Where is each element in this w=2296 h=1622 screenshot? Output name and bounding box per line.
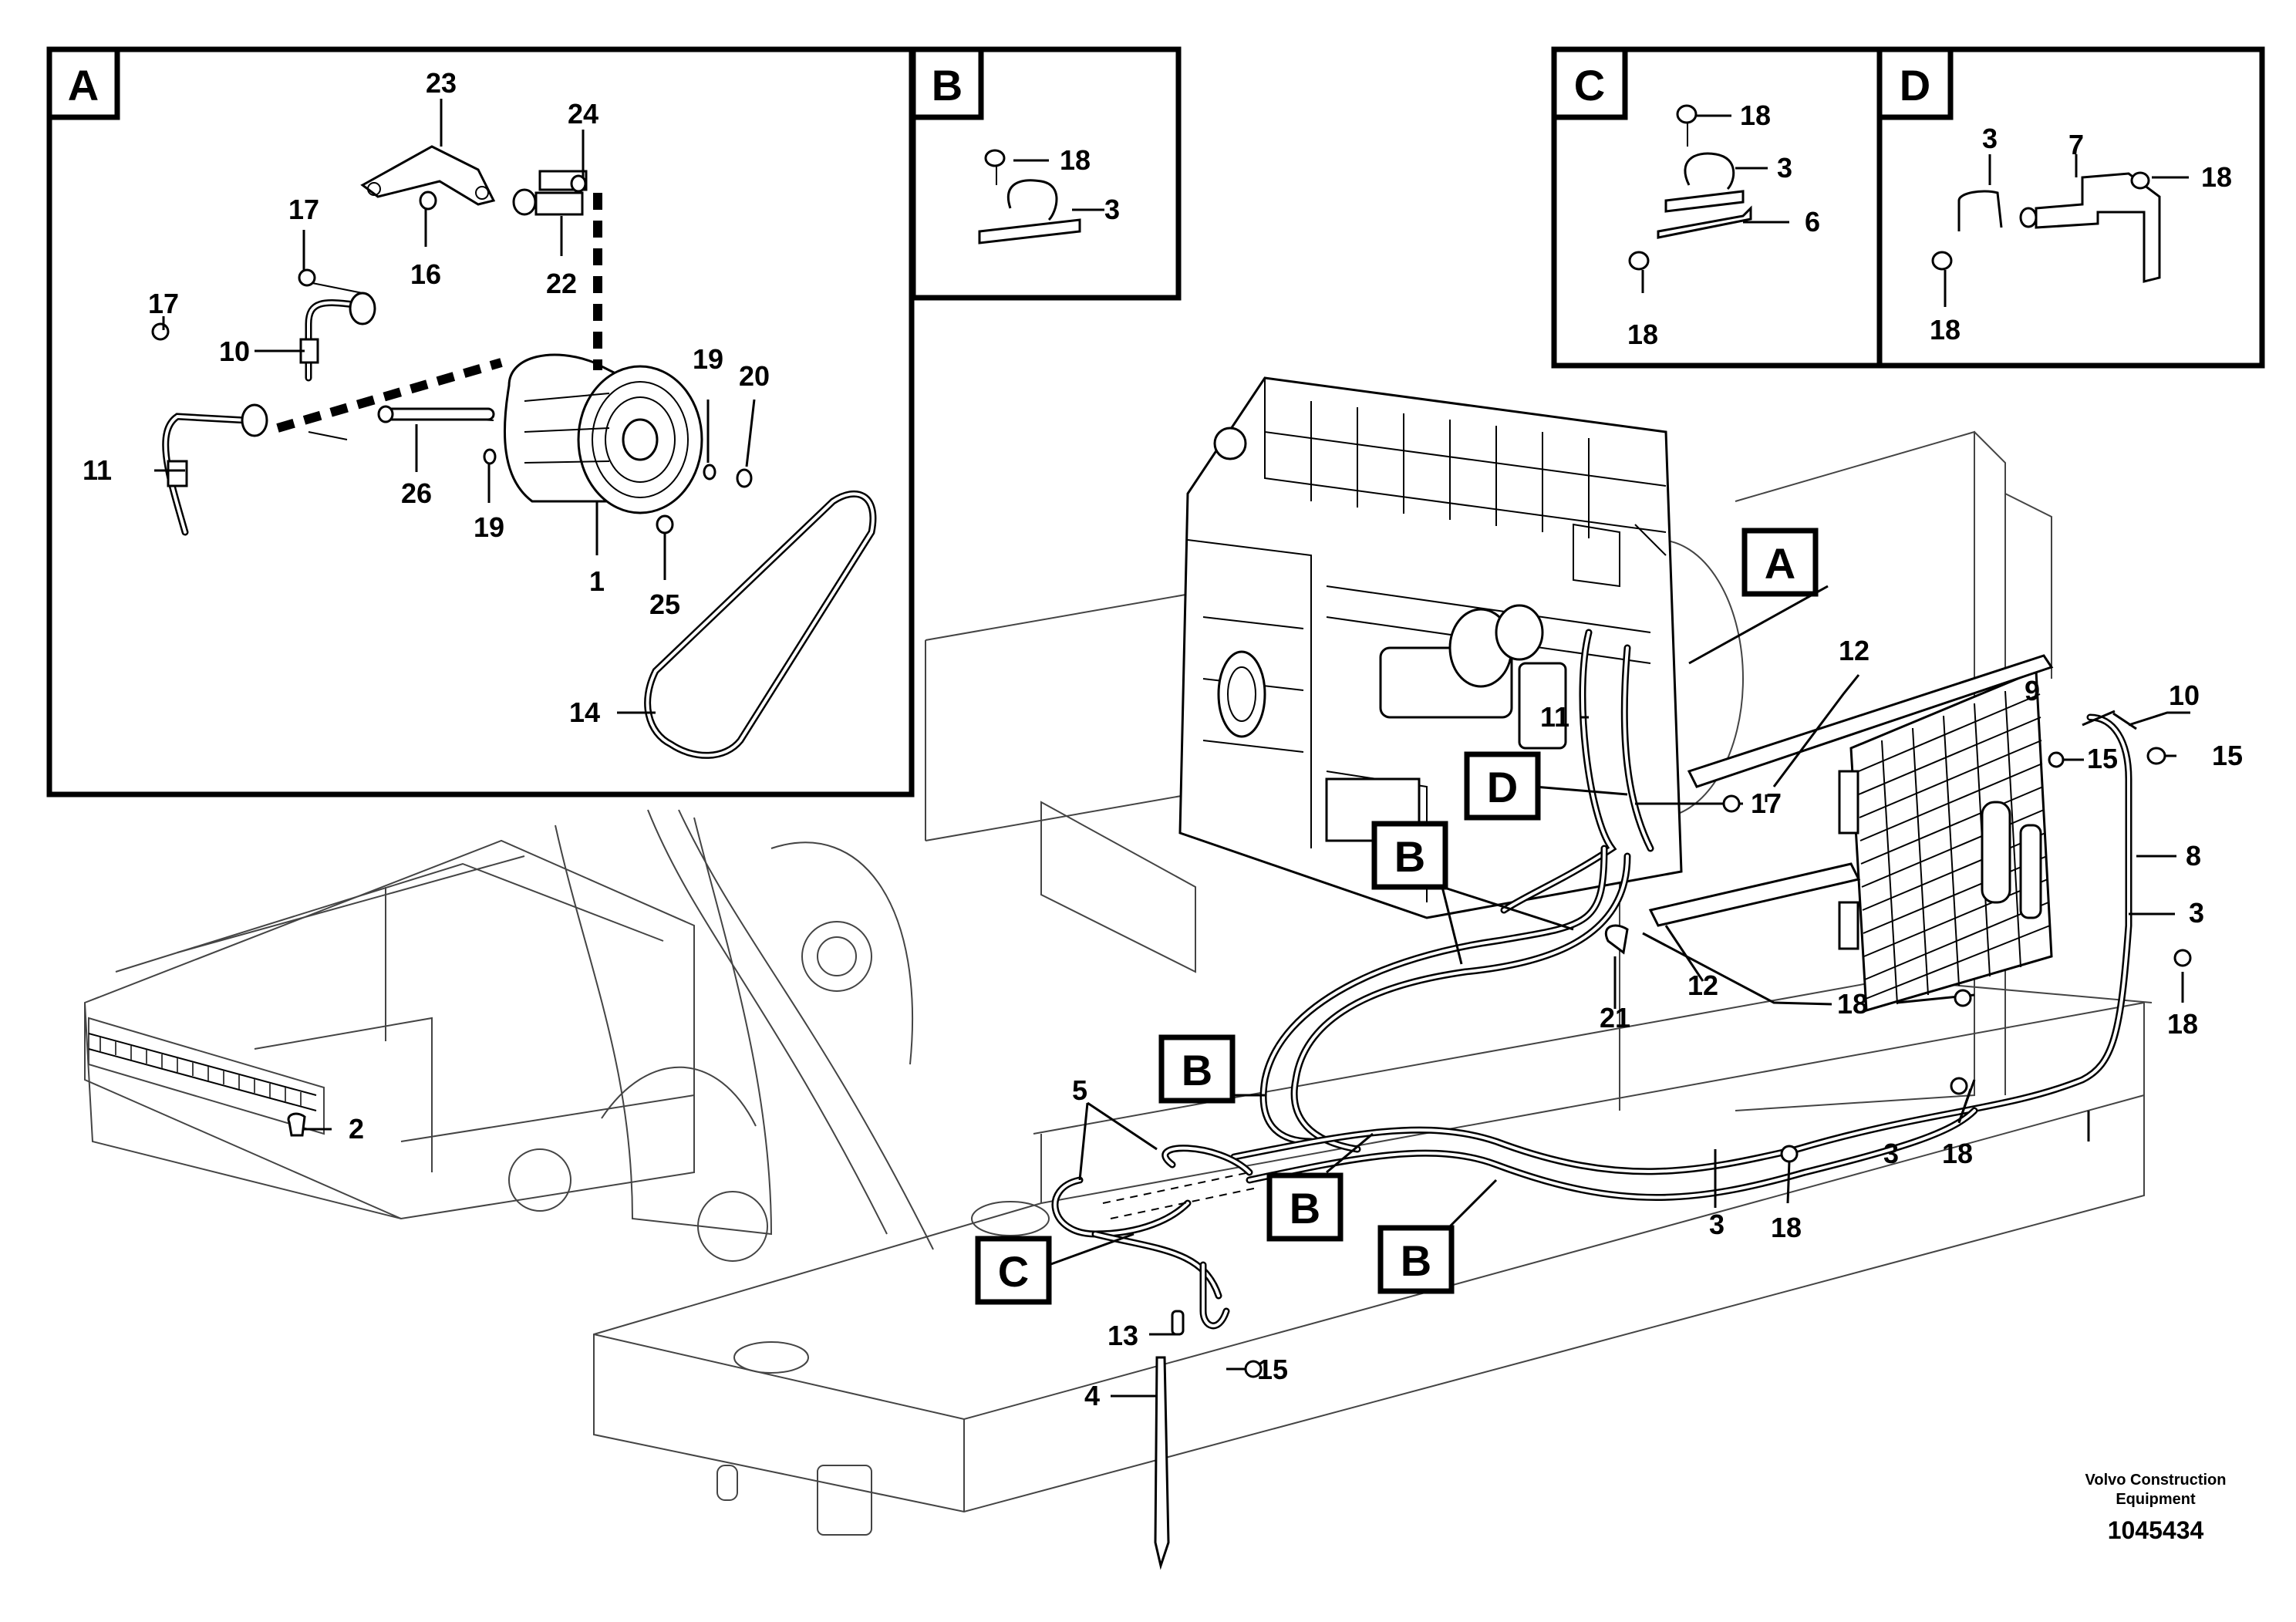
part-label-3-m3: 3 xyxy=(1709,1209,1725,1240)
part-label-3-m1: 3 xyxy=(2189,897,2204,929)
panel-d-drawing xyxy=(1931,171,2161,283)
part-label-23: 23 xyxy=(426,67,457,99)
part-label-17c: 17 xyxy=(1751,787,1782,819)
callout-a: A xyxy=(1688,528,1829,665)
panel-b-tag: B xyxy=(910,46,984,120)
part-label-18-m4: 18 xyxy=(1771,1212,1802,1243)
part-label-10a: 10 xyxy=(219,336,250,367)
part-label-17b: 17 xyxy=(148,288,179,319)
drawing-number: 1045434 xyxy=(2108,1516,2204,1544)
condenser-drawing xyxy=(1648,654,2054,1012)
part-label-11a: 11 xyxy=(83,454,112,486)
callout-b-4-label: B xyxy=(1401,1236,1431,1285)
callout-b-3: B xyxy=(1266,1132,1374,1242)
part-label-18-m1: 18 xyxy=(1837,988,1868,1020)
part-label-8: 8 xyxy=(2186,840,2201,872)
callout-c: C xyxy=(975,1233,1135,1305)
part-label-19a: 19 xyxy=(693,343,723,375)
frame-rack-texture xyxy=(88,1033,317,1111)
part-label-6: 6 xyxy=(1805,206,1820,238)
part-label-21: 21 xyxy=(1600,1002,1630,1034)
panel-b-drawing xyxy=(978,149,1081,244)
panel-a-tag-label: A xyxy=(68,61,99,110)
hardware-markers xyxy=(287,747,2192,1378)
callout-b-1: B xyxy=(1371,821,1574,965)
part-label-13: 13 xyxy=(1108,1320,1138,1351)
callout-c-label: C xyxy=(998,1247,1029,1296)
refrigerant-hoses xyxy=(1051,629,2132,1570)
panel-c-tag-label: C xyxy=(1574,61,1605,110)
machine-frame-drawing xyxy=(83,430,2153,1536)
part-label-18-c2: 18 xyxy=(1627,319,1658,350)
leader-lines xyxy=(154,99,2190,1398)
part-label-15c: 15 xyxy=(1257,1354,1288,1385)
part-label-1: 1 xyxy=(589,565,605,597)
part-label-19b: 19 xyxy=(474,511,504,543)
callout-d-label: D xyxy=(1487,763,1518,811)
callout-b-3-label: B xyxy=(1290,1184,1320,1233)
callout-b-1-label: B xyxy=(1394,832,1425,881)
part-label-3-d: 3 xyxy=(1982,123,1998,154)
part-label-15a: 15 xyxy=(2212,740,2243,771)
manufacturer-line-2: Equipment xyxy=(2116,1491,2196,1508)
part-label-17a: 17 xyxy=(288,194,319,225)
callout-b-2-label: B xyxy=(1182,1046,1212,1094)
part-label-15b: 15 xyxy=(2087,743,2118,774)
footer-block: Volvo Construction Equipment 1045434 xyxy=(2085,1472,2227,1544)
part-label-12a: 12 xyxy=(1839,635,1870,666)
callout-b-2: B xyxy=(1158,1034,1265,1104)
panel-a-tag: A xyxy=(46,46,120,120)
condenser-fins xyxy=(1858,690,2051,1005)
part-label-18-m3: 18 xyxy=(1942,1138,1973,1169)
part-label-18-d1: 18 xyxy=(2201,161,2232,193)
part-label-9: 9 xyxy=(2025,675,2040,706)
panel-c-tag: C xyxy=(1551,46,1628,120)
callout-d: D xyxy=(1464,751,1628,821)
panel-c-drawing xyxy=(1628,104,1752,271)
part-label-11b: 11 xyxy=(1540,701,1569,733)
part-label-2: 2 xyxy=(349,1113,364,1145)
part-label-16: 16 xyxy=(410,258,441,290)
part-label-26: 26 xyxy=(401,477,432,509)
part-number-labels: 23 24 17 16 22 17 10 19 20 11 26 19 1 25… xyxy=(83,67,2243,1411)
part-label-4: 4 xyxy=(1084,1380,1100,1411)
part-label-10b: 10 xyxy=(2169,679,2200,711)
panel-a-drawing xyxy=(151,145,877,759)
part-label-25: 25 xyxy=(649,588,680,620)
part-label-14: 14 xyxy=(569,696,600,728)
part-label-18-c1: 18 xyxy=(1740,99,1771,131)
part-label-20: 20 xyxy=(739,360,770,392)
callout-b-4: B xyxy=(1377,1179,1498,1294)
manufacturer-line-1: Volvo Construction xyxy=(2085,1472,2227,1489)
part-label-5: 5 xyxy=(1072,1074,1087,1106)
panel-d-tag: D xyxy=(1876,46,1954,120)
part-label-7: 7 xyxy=(2068,129,2084,160)
panel-a-frame xyxy=(46,46,915,798)
part-label-18-m2: 18 xyxy=(2167,1008,2198,1040)
callout-a-label: A xyxy=(1765,539,1795,588)
part-label-12b: 12 xyxy=(1687,969,1718,1001)
part-label-3-m2: 3 xyxy=(1883,1138,1899,1169)
part-label-18-b: 18 xyxy=(1060,144,1091,176)
part-label-18-d2: 18 xyxy=(1930,314,1961,346)
part-label-3-c: 3 xyxy=(1777,152,1792,184)
part-label-3-b: 3 xyxy=(1104,194,1120,225)
part-label-22: 22 xyxy=(546,268,577,299)
part-label-24: 24 xyxy=(568,98,598,130)
panel-d-tag-label: D xyxy=(1900,61,1930,110)
panel-b-tag-label: B xyxy=(932,61,963,110)
